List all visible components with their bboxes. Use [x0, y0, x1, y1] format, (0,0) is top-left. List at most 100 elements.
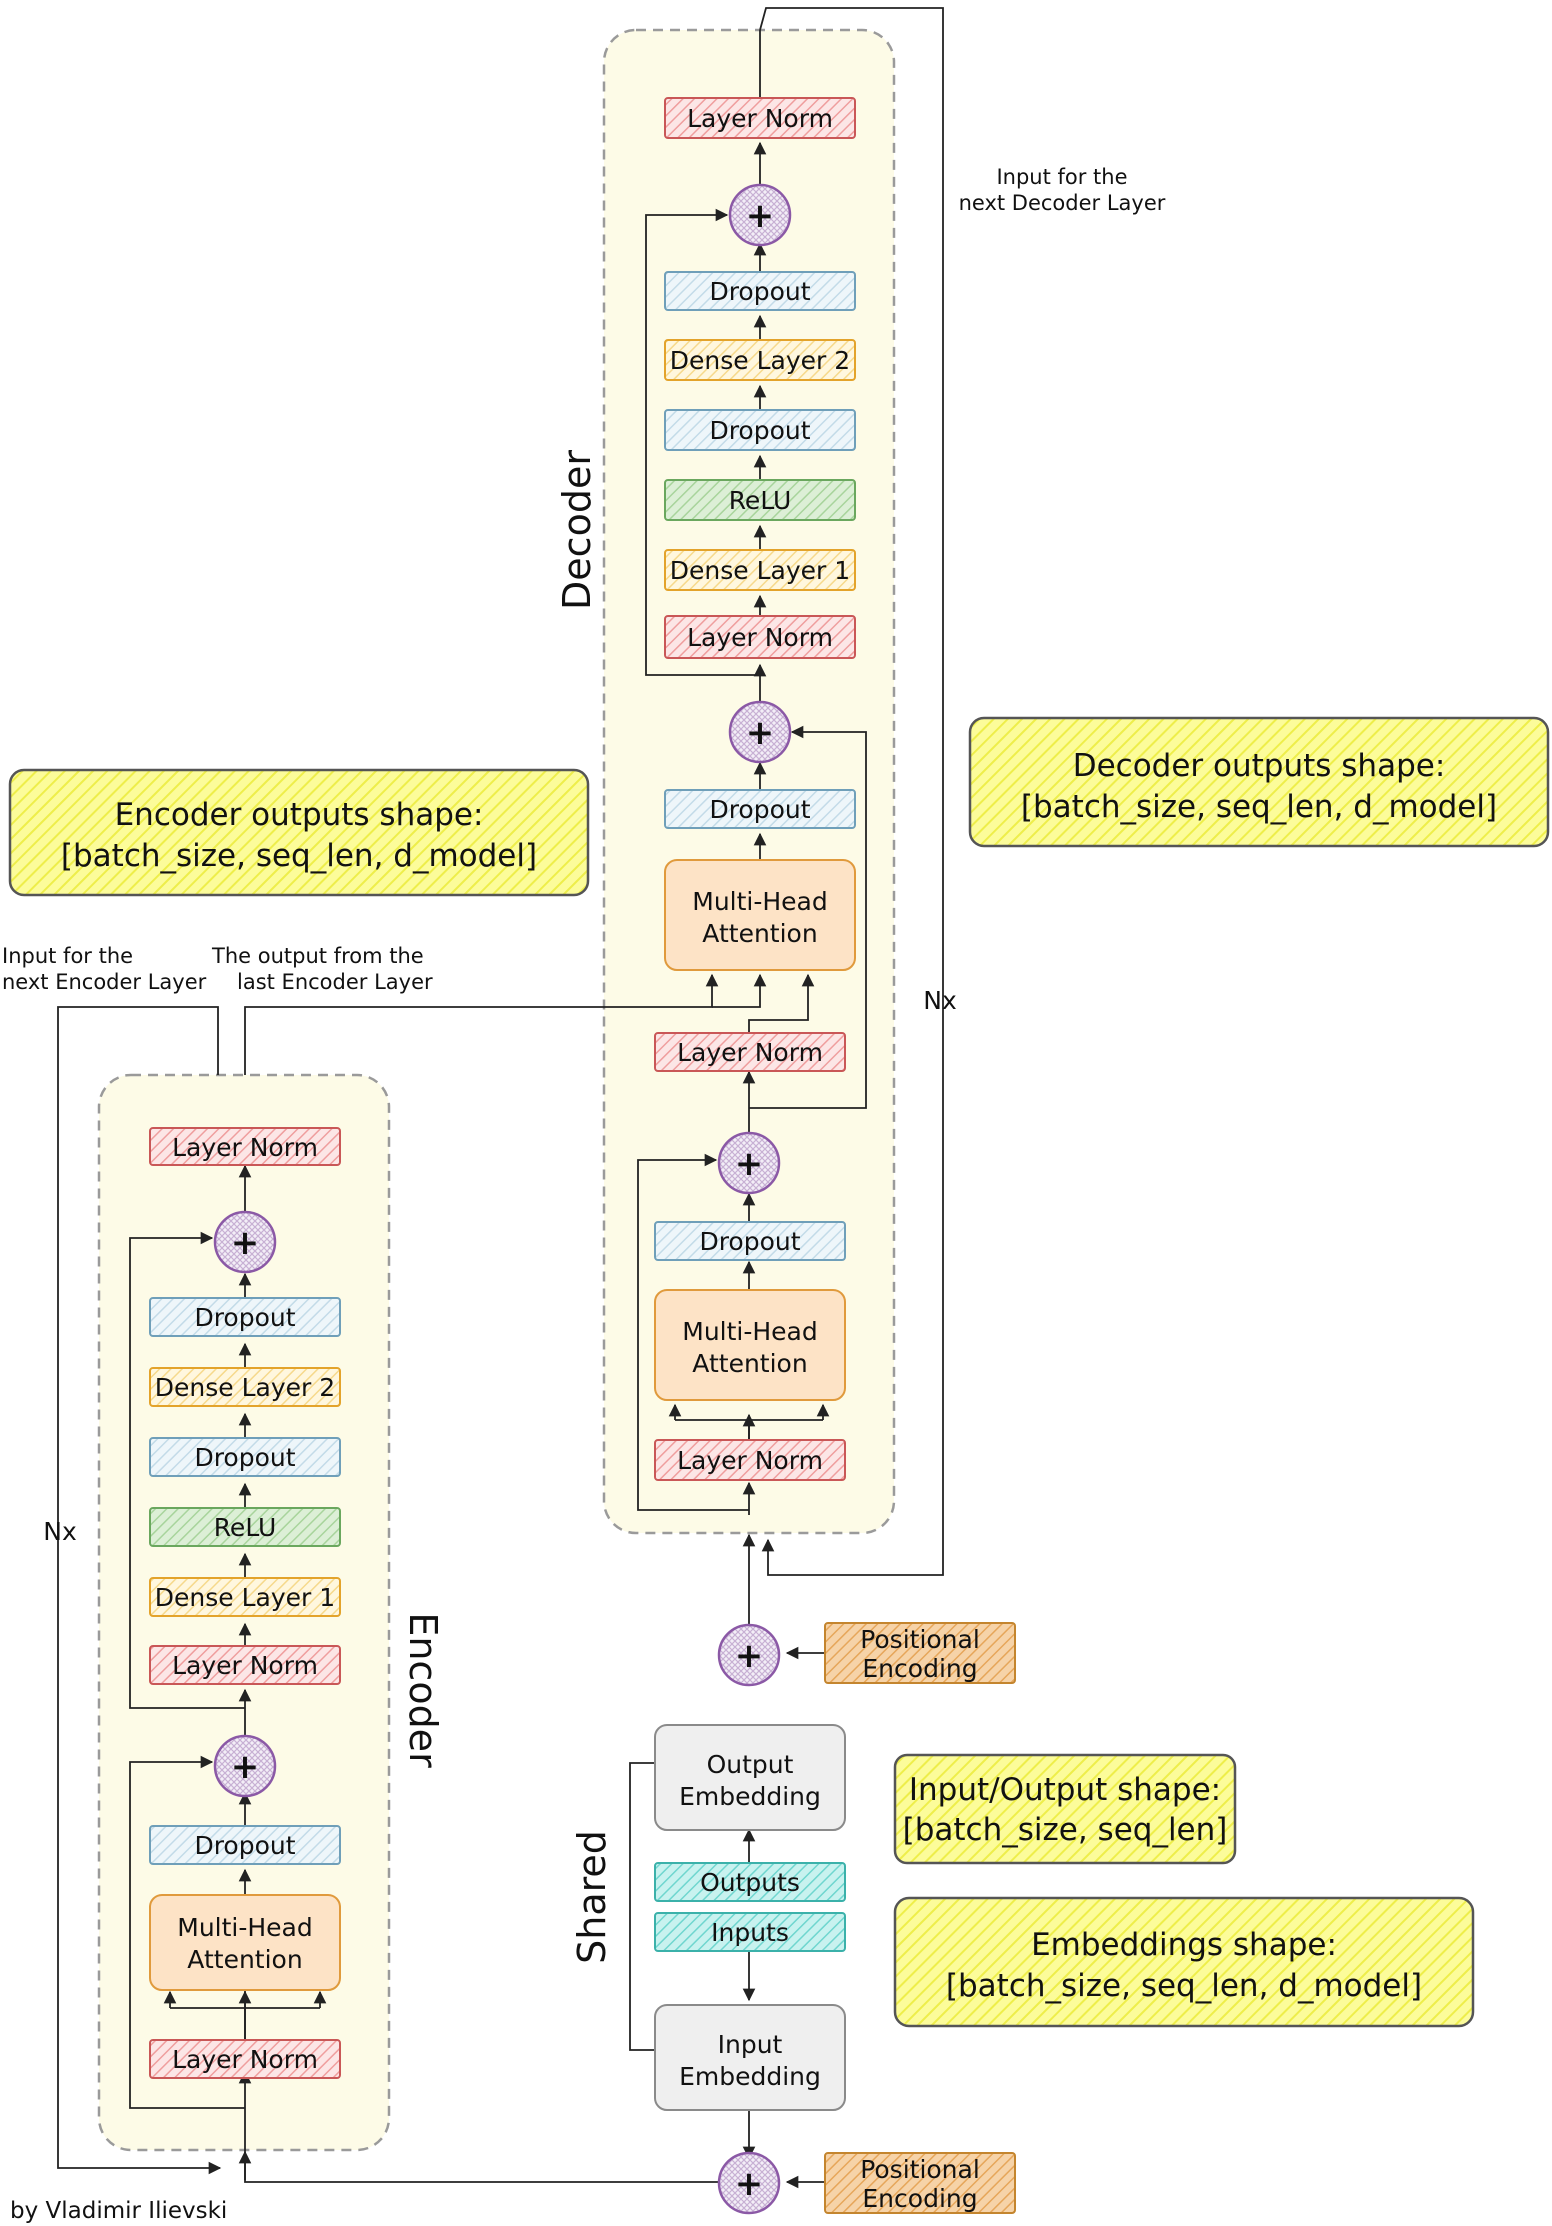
decoder-dropout-ffn-1: Dropout	[664, 409, 856, 451]
author-credit: by Vladimir Ilievski	[10, 2198, 227, 2224]
decoder-next-annotation-line1: Input for the	[996, 165, 1127, 189]
decoder-layer-norm-top: Layer Norm	[664, 97, 856, 139]
encoder-outputs-shape-line1: Encoder outputs shape:	[115, 797, 484, 833]
input-embedding-label-1: Input	[718, 2030, 783, 2059]
encoder-last-annotation-line2: last Encoder Layer	[237, 970, 433, 994]
decoder-add-3-symbol: +	[746, 196, 775, 236]
decoder-cross-attention-label-1: Multi-Head	[692, 887, 828, 916]
input-embedding-label-2: Embedding	[679, 2062, 821, 2091]
decoder-layer-norm-2: Layer Norm	[664, 615, 856, 659]
output-embedding-label-2: Embedding	[679, 1782, 821, 1811]
encoder-last-annotation-line1: The output from the	[211, 944, 424, 968]
encoder-add-bottom-symbol: +	[231, 1747, 260, 1787]
decoder-layer-norm-top-label: Layer Norm	[687, 104, 833, 133]
decoder-outputs-shape-note: Decoder outputs shape: [batch_size, seq_…	[968, 716, 1550, 848]
decoder-cross-attention-label-2: Attention	[702, 919, 817, 948]
positional-encoding-decoder: Positional Encoding	[824, 1622, 1016, 1684]
decoder-input-add: +	[717, 1623, 781, 1687]
positional-encoding-encoder-label-2: Encoding	[862, 2184, 977, 2213]
decoder-dense-2: Dense Layer 2	[664, 339, 856, 381]
decoder-add-2-symbol: +	[746, 713, 775, 753]
decoder-dense-1: Dense Layer 1	[664, 549, 856, 591]
decoder-dropout-ffn-2-label: Dropout	[709, 277, 810, 306]
encoder-dropout-2-label: Dropout	[194, 1303, 295, 1332]
decoder-layer-norm-0-label: Layer Norm	[677, 1446, 823, 1475]
decoder-layer-norm-0: Layer Norm	[654, 1439, 846, 1481]
decoder-relu: ReLU	[664, 479, 856, 521]
decoder-dropout-self: Dropout	[654, 1221, 846, 1261]
embeddings-shape-line2: [batch_size, seq_len, d_model]	[946, 1968, 1422, 2004]
decoder-layer: Layer Norm + Dropout Dense Layer 2 Dropo…	[654, 97, 856, 1481]
outputs-token-box: Outputs	[654, 1862, 846, 1902]
io-shape-line2: [batch_size, seq_len]	[903, 1812, 1228, 1848]
connectors	[57, 7, 944, 2189]
encoder-dense-1: Dense Layer 1	[149, 1577, 341, 1617]
encoder-dropout-2: Dropout	[149, 1297, 341, 1337]
output-embedding: Output Embedding	[654, 1724, 846, 1831]
encoder-relu-label: ReLU	[214, 1513, 277, 1542]
io-shape-line1: Input/Output shape:	[909, 1772, 1221, 1808]
decoder-relu-label: ReLU	[729, 486, 792, 515]
decoder-dropout-cross-label: Dropout	[709, 795, 810, 824]
encoder-dropout-attn: Dropout	[149, 1825, 341, 1865]
encoder-add-top: +	[213, 1210, 277, 1274]
decoder-dropout-ffn-1-label: Dropout	[709, 416, 810, 445]
encoder-next-annotation-line2: next Encoder Layer	[2, 970, 207, 994]
encoder-input-add-symbol: +	[735, 2164, 764, 2204]
inputs-label: Inputs	[711, 1918, 789, 1947]
encoder-side-label: Encoder	[401, 1612, 445, 1768]
encoder-mha-label-1: Multi-Head	[177, 1913, 313, 1942]
positional-encoding-encoder: Positional Encoding	[824, 2152, 1016, 2214]
decoder-nx-label: Nx	[923, 986, 957, 1015]
decoder-dropout-cross: Dropout	[664, 789, 856, 829]
decoder-outputs-shape-line1: Decoder outputs shape:	[1073, 748, 1446, 784]
decoder-side-label: Decoder	[555, 450, 599, 610]
decoder-input-add-symbol: +	[735, 1636, 764, 1676]
decoder-cross-attention: Multi-Head Attention	[664, 859, 856, 971]
encoder-dense-2: Dense Layer 2	[149, 1367, 341, 1407]
encoder-add-bottom: +	[213, 1734, 277, 1798]
encoder-relu: ReLU	[149, 1507, 341, 1547]
encoder-dropout-1-label: Dropout	[194, 1443, 295, 1472]
decoder-add-2: +	[728, 700, 792, 764]
encoder-nx-label: Nx	[43, 1517, 77, 1546]
decoder-layer-norm-2-label: Layer Norm	[687, 623, 833, 652]
encoder-add-top-symbol: +	[231, 1223, 260, 1263]
encoder-next-annotation-line1: Input for the	[2, 944, 133, 968]
positional-encoding-encoder-label-1: Positional	[860, 2155, 980, 2184]
encoder-layer-norm-mid-label: Layer Norm	[172, 1651, 318, 1680]
decoder-dropout-ffn-2: Dropout	[664, 271, 856, 311]
encoder-dropout-1: Dropout	[149, 1437, 341, 1477]
decoder-add-3: +	[728, 183, 792, 247]
encoder-layer-norm-bottom: Layer Norm	[149, 2039, 341, 2079]
encoder-outputs-shape-line2: [batch_size, seq_len, d_model]	[61, 838, 537, 874]
decoder-self-attention: Multi-Head Attention	[654, 1289, 846, 1401]
encoder-input-add: +	[717, 2151, 781, 2215]
encoder-layer: Layer Norm + Dropout Dense Layer 2 Dropo…	[149, 1127, 341, 2079]
encoder-dropout-attn-label: Dropout	[194, 1831, 295, 1860]
embeddings-shape-note: Embeddings shape: [batch_size, seq_len, …	[893, 1896, 1475, 2028]
shared-side-label: Shared	[570, 1830, 614, 1964]
encoder-dense-1-label: Dense Layer 1	[155, 1583, 335, 1612]
input-embedding: Input Embedding	[654, 2004, 846, 2111]
encoder-layer-norm-mid: Layer Norm	[149, 1645, 341, 1685]
positional-encoding-decoder-label-2: Encoding	[862, 1654, 977, 1683]
embeddings-shape-line1: Embeddings shape:	[1031, 1927, 1337, 1963]
decoder-dense-1-label: Dense Layer 1	[670, 556, 850, 585]
positional-encoding-decoder-label-1: Positional	[860, 1625, 980, 1654]
decoder-outputs-shape-line2: [batch_size, seq_len, d_model]	[1021, 789, 1497, 825]
decoder-layer-norm-1-label: Layer Norm	[677, 1038, 823, 1067]
decoder-layer-norm-1: Layer Norm	[654, 1032, 846, 1072]
inputs-token-box: Inputs	[654, 1912, 846, 1952]
decoder-self-attention-label-1: Multi-Head	[682, 1317, 818, 1346]
shared-embeddings: + Positional Encoding Output Embedding O…	[654, 1622, 1016, 2215]
decoder-add-1-symbol: +	[735, 1144, 764, 1184]
decoder-add-1: +	[717, 1131, 781, 1195]
encoder-layer-norm-bottom-label: Layer Norm	[172, 2045, 318, 2074]
decoder-next-annotation-line2: next Decoder Layer	[959, 191, 1166, 215]
output-embedding-label-1: Output	[707, 1750, 794, 1779]
encoder-multi-head-attention: Multi-Head Attention	[149, 1894, 341, 1991]
decoder-self-attention-label-2: Attention	[692, 1349, 807, 1378]
encoder-mha-label-2: Attention	[187, 1945, 302, 1974]
